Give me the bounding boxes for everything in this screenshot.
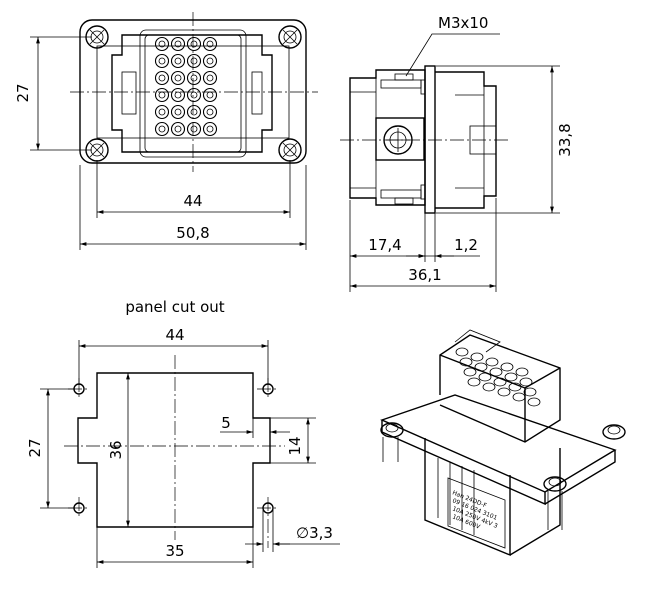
contact-socket [190, 40, 198, 48]
contact-socket [190, 125, 198, 133]
contact-socket [206, 108, 214, 116]
contact-pin-3d [467, 377, 481, 387]
contact-socket [174, 91, 182, 99]
contact-pin [186, 36, 202, 52]
contact-pin [186, 53, 202, 69]
contact-pin [170, 87, 186, 103]
contact-pin-3d [497, 387, 511, 397]
contact-pin [154, 36, 170, 52]
contact-pin-3d [493, 377, 507, 387]
contact-socket [158, 74, 166, 82]
contact-socket [206, 125, 214, 133]
contact-socket [190, 74, 198, 82]
contact-pin [186, 70, 202, 86]
contact-pin [170, 53, 186, 69]
contact-socket [158, 125, 166, 133]
contact-pin-3d [478, 372, 492, 382]
contact-socket [158, 91, 166, 99]
contact-pin [202, 87, 218, 103]
contact-grid [154, 36, 218, 137]
contact-pin-3d [515, 367, 529, 377]
contact-pin [154, 87, 170, 103]
contact-pin-3d [523, 387, 537, 397]
contact-socket [206, 74, 214, 82]
contact-pin-3d [527, 397, 541, 407]
front-height-dim: 27 [14, 83, 32, 102]
corner-screw-icon [278, 25, 302, 49]
cutout-inner-height: 36 [107, 440, 125, 459]
flange-screw-icon [602, 424, 626, 440]
cutout-title: panel cut out [125, 298, 224, 316]
contact-socket [158, 108, 166, 116]
contact-socket [174, 74, 182, 82]
cutout-top-width: 44 [165, 326, 184, 344]
side-dim-b: 1,2 [454, 236, 478, 254]
cutout-hole-diameter: ∅3,3 [296, 524, 333, 542]
front-inner-width-dim: 44 [183, 192, 202, 210]
contact-socket [190, 57, 198, 65]
contact-pin [170, 121, 186, 137]
contact-pin [202, 70, 218, 86]
contact-pin-3d [470, 352, 484, 362]
contact-socket [206, 40, 214, 48]
cutout-notch: 5 [221, 414, 231, 432]
contact-socket [190, 91, 198, 99]
contact-pin [154, 53, 170, 69]
contact-pin-3d [455, 347, 469, 357]
contact-socket [174, 57, 182, 65]
front-view: 27 44 50,8 [14, 12, 318, 250]
contact-pin-3d [459, 357, 473, 367]
contact-pin-3d [482, 382, 496, 392]
contact-pin [170, 70, 186, 86]
contact-socket [174, 108, 182, 116]
contact-pin-3d [508, 382, 522, 392]
contact-socket [206, 91, 214, 99]
contact-pin [170, 104, 186, 120]
side-view: M3x10 33,8 17,4 1,2 36,1 [340, 14, 574, 292]
contact-pin [202, 104, 218, 120]
contact-pin [202, 53, 218, 69]
contact-pin [202, 36, 218, 52]
cutout-notch-height: 14 [286, 436, 304, 455]
contact-pin-3d [489, 367, 503, 377]
cutout-outer-height: 27 [26, 438, 44, 457]
contact-pin [186, 87, 202, 103]
contact-pin-3d [504, 372, 518, 382]
contact-face [455, 347, 541, 407]
contact-pin-3d [500, 362, 514, 372]
contact-pin [154, 121, 170, 137]
contact-pin-3d [512, 392, 526, 402]
contact-socket [158, 57, 166, 65]
panel-cutout: panel cut out 44 27 36 5 14 [26, 298, 340, 568]
corner-screw-icon [278, 138, 302, 162]
front-outer-width-dim: 50,8 [176, 224, 209, 242]
contact-pin [202, 121, 218, 137]
contact-pin [186, 104, 202, 120]
contact-pin-3d [474, 362, 488, 372]
flange-screw-icon [380, 422, 404, 462]
side-height-dim: 33,8 [556, 123, 574, 156]
contact-pin-3d [485, 357, 499, 367]
cutout-bottom-width: 35 [165, 542, 184, 560]
contact-pin [186, 121, 202, 137]
contact-pin-3d [463, 367, 477, 377]
side-length-dim: 36,1 [408, 266, 441, 284]
contact-socket [174, 40, 182, 48]
side-dim-a: 17,4 [368, 236, 401, 254]
screw-label: M3x10 [438, 14, 488, 32]
contact-pin [154, 70, 170, 86]
contact-socket [206, 57, 214, 65]
contact-socket [174, 125, 182, 133]
product-3d-view: Han 24DD-F 09 16 024 3101 10A 250V 4kV 3… [380, 329, 626, 557]
contact-socket [158, 40, 166, 48]
contact-socket [190, 108, 198, 116]
contact-pin [170, 36, 186, 52]
contact-pin-3d [519, 377, 533, 387]
flange-screw-icon [543, 476, 567, 530]
contact-pin [154, 104, 170, 120]
